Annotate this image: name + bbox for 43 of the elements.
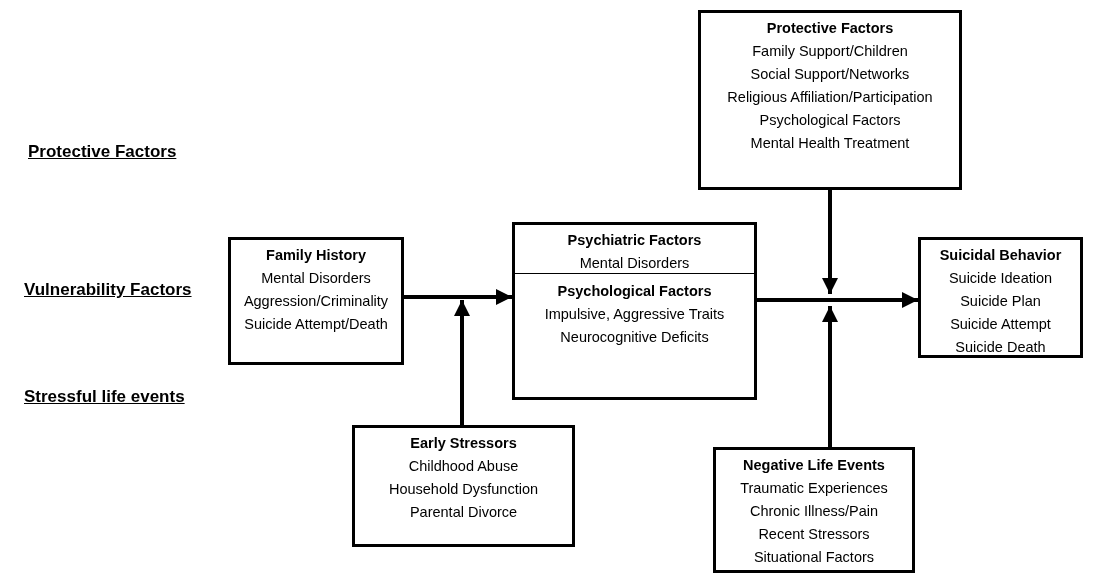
box-heading: Protective Factors bbox=[766, 19, 894, 38]
factor-item: Household Dysfunction bbox=[388, 480, 539, 499]
box-heading: Psychological Factors bbox=[557, 282, 712, 301]
factor-item: Recent Stressors bbox=[758, 525, 870, 544]
factor-item: Mental Health Treatment bbox=[750, 134, 910, 153]
factor-item: Suicide Attempt/Death bbox=[244, 315, 388, 334]
factor-item: Suicide Death bbox=[955, 338, 1046, 357]
arrow bbox=[757, 292, 918, 308]
factor-item: Suicide Ideation bbox=[948, 269, 1053, 288]
factor-item: Neurocognitive Deficits bbox=[560, 328, 709, 347]
factor-item: Suicide Attempt bbox=[950, 315, 1051, 334]
factor-item: Mental Disorders bbox=[579, 254, 690, 273]
arrow bbox=[822, 190, 838, 294]
factor-box bbox=[352, 425, 575, 547]
factor-item: Aggression/Criminality bbox=[243, 292, 389, 311]
box-heading: Negative Life Events bbox=[743, 456, 885, 475]
factor-item: Parental Divorce bbox=[409, 503, 518, 522]
factor-item: Religious Affiliation/Participation bbox=[727, 88, 933, 107]
arrow bbox=[404, 289, 512, 305]
factor-box bbox=[918, 237, 1083, 358]
factor-item: Suicide Plan bbox=[960, 292, 1041, 311]
box-heading: Psychiatric Factors bbox=[567, 231, 702, 250]
factor-item: Chronic Illness/Pain bbox=[749, 502, 879, 521]
row-label: Protective Factors bbox=[28, 142, 177, 162]
factor-item: Situational Factors bbox=[753, 548, 875, 567]
factor-box bbox=[228, 237, 404, 365]
factor-item: Traumatic Experiences bbox=[740, 479, 888, 498]
factor-item: Family Support/Children bbox=[752, 42, 908, 61]
box-heading: Suicidal Behavior bbox=[939, 246, 1062, 265]
factor-item: Childhood Abuse bbox=[408, 457, 519, 476]
box-heading: Family History bbox=[266, 246, 366, 265]
arrow bbox=[454, 300, 470, 425]
factor-box bbox=[713, 447, 915, 573]
row-label: Vulnerability Factors bbox=[24, 280, 192, 300]
factor-item: Psychological Factors bbox=[759, 111, 901, 130]
row-label: Stressful life events bbox=[24, 387, 185, 407]
arrow bbox=[822, 306, 838, 447]
factor-item: Impulsive, Aggressive Traits bbox=[544, 305, 725, 324]
factor-box bbox=[512, 222, 757, 400]
factor-item: Mental Disorders bbox=[261, 269, 371, 288]
box-heading: Early Stressors bbox=[410, 434, 517, 453]
factor-box bbox=[698, 10, 962, 190]
factor-item: Social Support/Networks bbox=[750, 65, 910, 84]
